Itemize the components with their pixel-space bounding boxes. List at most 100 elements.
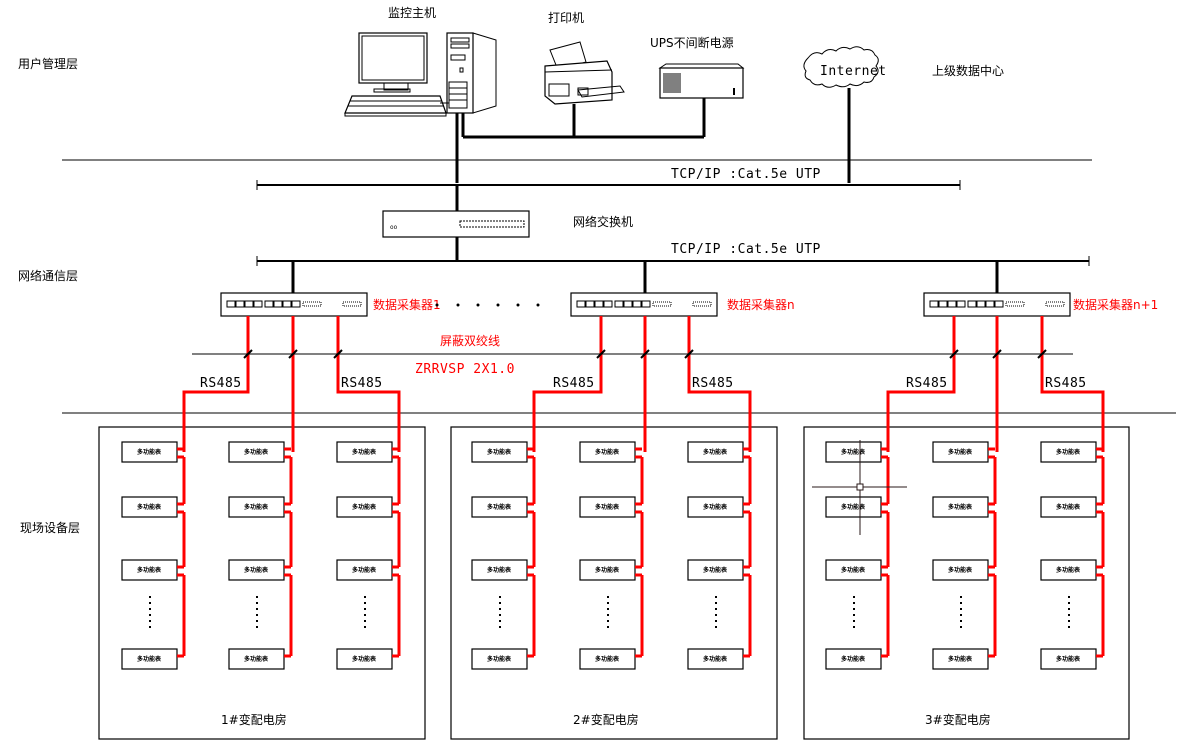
room-label: 3#变配电房: [925, 712, 991, 727]
tcpip-bus-bottom: TCP/IP :Cat.5e UTP: [256, 242, 1090, 266]
meter-icon: [471, 648, 528, 670]
collector-label: 数据采集器n+1: [1073, 297, 1158, 312]
collector-icon: [923, 292, 1071, 317]
meter-label: 多功能表: [841, 448, 866, 456]
meter-label: 多功能表: [244, 566, 269, 574]
multifunction-meter: 多功能表: [336, 648, 399, 670]
computer-tower-icon: [446, 32, 497, 114]
data-collector: 数据采集器1: [220, 261, 441, 360]
printer-label: 打印机: [548, 11, 584, 25]
meter-label: 多功能表: [487, 566, 512, 574]
cloud-icon: [803, 46, 879, 88]
multifunction-meter: 多功能表: [825, 496, 888, 518]
layer-label-network: 网络通信层: [18, 268, 78, 283]
meter-label: 多功能表: [703, 448, 728, 456]
multifunction-meter: 多功能表: [228, 441, 291, 463]
more-meters-dots: [960, 596, 962, 628]
internet: Internet 上级数据中心: [803, 46, 1004, 88]
multifunction-meter: 多功能表: [228, 648, 291, 670]
meter-icon: [1040, 496, 1097, 518]
meter-icon: [1040, 441, 1097, 463]
network-switch: oo 网络交换机: [382, 210, 633, 238]
meter-label: 多功能表: [487, 503, 512, 511]
multifunction-meter: 多功能表: [471, 441, 534, 463]
meter-label: 多功能表: [703, 566, 728, 574]
multifunction-meter: 多功能表: [579, 496, 642, 518]
multifunction-meter: 多功能表: [825, 441, 888, 463]
ups: UPS不间断电源: [650, 35, 745, 99]
meter-icon: [932, 648, 989, 670]
multifunction-meter: 多功能表: [825, 559, 888, 581]
meter-label: 多功能表: [841, 503, 866, 511]
meter-icon: [471, 441, 528, 463]
multifunction-meter: 多功能表: [579, 559, 642, 581]
layer-label-field: 现场设备层: [20, 521, 80, 535]
rs485-label: RS485: [341, 376, 383, 391]
meter-icon: [687, 559, 744, 581]
room-label: 1#变配电房: [221, 712, 287, 727]
meter-icon: [932, 559, 989, 581]
tcpip-label-top: TCP/IP :Cat.5e UTP: [671, 167, 821, 182]
collectors-group: 数据采集器1 数据采集器n 数据采集器n+1: [220, 261, 1158, 360]
multifunction-meter: 多功能表: [471, 496, 534, 518]
meter-label: 多功能表: [137, 655, 162, 663]
data-collector: 数据采集器n: [570, 261, 795, 360]
multifunction-meter: 多功能表: [687, 441, 750, 463]
meter-icon: [336, 648, 393, 670]
more-meters-dots: [256, 596, 258, 628]
meter-icon: [825, 559, 882, 581]
multifunction-meter: 多功能表: [1040, 441, 1103, 463]
multifunction-meter: 多功能表: [825, 648, 888, 670]
meter-icon: [336, 441, 393, 463]
ellipsis-dots: [435, 303, 540, 307]
multifunction-meter: 多功能表: [121, 648, 184, 670]
rs485-label: RS485: [692, 376, 734, 391]
meter-label: 多功能表: [1056, 503, 1081, 511]
meter-label: 多功能表: [841, 655, 866, 663]
rs485-label: RS485: [553, 376, 595, 391]
svg-text:oo: oo: [390, 224, 398, 231]
collector-icon: [220, 292, 368, 317]
meter-icon: [932, 496, 989, 518]
meter-label: 多功能表: [137, 566, 162, 574]
more-meters-dots: [364, 596, 366, 628]
meter-icon: [825, 648, 882, 670]
meter-label: 多功能表: [841, 566, 866, 574]
meter-label: 多功能表: [595, 503, 620, 511]
multifunction-meter: 多功能表: [687, 559, 750, 581]
multifunction-meter: 多功能表: [1040, 648, 1103, 670]
meter-icon: [579, 441, 636, 463]
meter-icon: [228, 441, 285, 463]
switch-icon: [382, 210, 530, 238]
monitor-host: 监控主机: [344, 6, 497, 117]
meter-label: 多功能表: [137, 503, 162, 511]
meter-label: 多功能表: [352, 566, 377, 574]
more-meters-dots: [607, 596, 609, 628]
multifunction-meter: 多功能表: [228, 559, 291, 581]
meter-icon: [687, 441, 744, 463]
multifunction-meter: 多功能表: [687, 496, 750, 518]
meter-icon: [1040, 648, 1097, 670]
meter-label: 多功能表: [244, 655, 269, 663]
meter-icon: [579, 648, 636, 670]
shielded-cable-label: 屏蔽双绞线: [440, 333, 500, 348]
switch-label: 网络交换机: [573, 214, 633, 229]
multifunction-meter: 多功能表: [471, 559, 534, 581]
meter-icon: [228, 559, 285, 581]
multifunction-meter: 多功能表: [932, 648, 995, 670]
meter-icon: [228, 648, 285, 670]
meter-label: 多功能表: [948, 503, 973, 511]
meter-label: 多功能表: [948, 655, 973, 663]
meter-icon: [579, 559, 636, 581]
meter-icon: [228, 496, 285, 518]
meter-label: 多功能表: [1056, 655, 1081, 663]
rs485-label: RS485: [906, 376, 948, 391]
multifunction-meter: 多功能表: [932, 559, 995, 581]
multifunction-meter: 多功能表: [336, 559, 399, 581]
keyboard-icon: [344, 95, 447, 117]
multifunction-meter: 多功能表: [687, 648, 750, 670]
room-label: 2#变配电房: [573, 712, 639, 727]
